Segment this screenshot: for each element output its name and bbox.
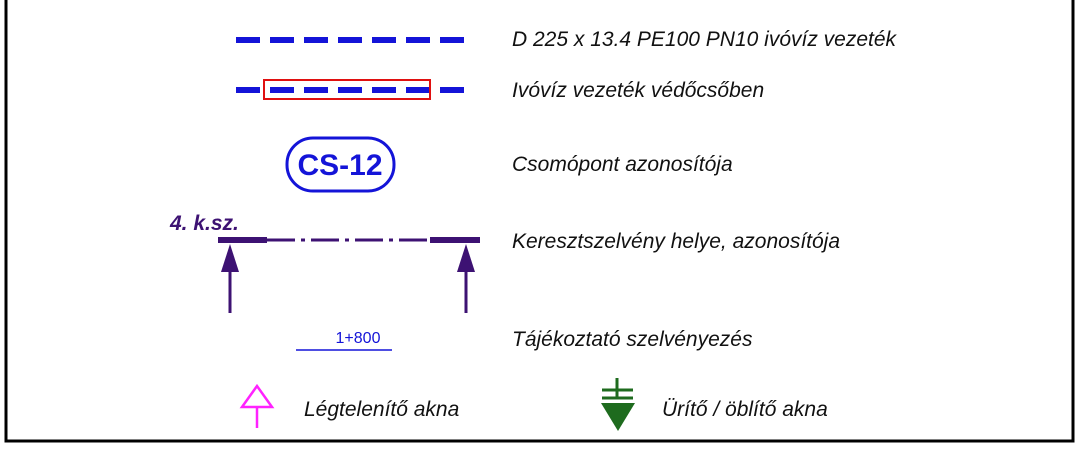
legend-label-drain-valve: Ürítő / öblítő akna xyxy=(662,398,828,421)
cross-section-label: 4. k.sz. xyxy=(169,212,239,235)
drain-valve-icon xyxy=(601,403,635,431)
cross-section-arrow-right-head xyxy=(457,244,475,272)
legend-label-protected-pipe: Ivóvíz vezeték védőcsőben xyxy=(512,79,765,102)
legend-label-air-valve: Légtelenítő akna xyxy=(304,398,460,421)
legend-label-water-pipe: D 225 x 13.4 PE100 PN10 ivóvíz vezeték xyxy=(512,28,897,51)
air-valve-icon xyxy=(239,383,275,409)
protective-pipe-box xyxy=(263,79,431,100)
legend-label-cross-section: Keresztszelvény helye, azonosítója xyxy=(512,230,841,253)
node-id-text: CS-12 xyxy=(297,149,382,182)
chainage-value: 1+800 xyxy=(336,330,381,347)
frame-border xyxy=(4,0,1075,443)
legend-label-node-id: Csomópont azonosítója xyxy=(512,153,733,176)
node-id-badge xyxy=(285,136,396,193)
cross-section-arrow-left-head xyxy=(221,244,239,272)
legend-label-chainage: Tájékoztató szelvényezés xyxy=(512,328,753,351)
